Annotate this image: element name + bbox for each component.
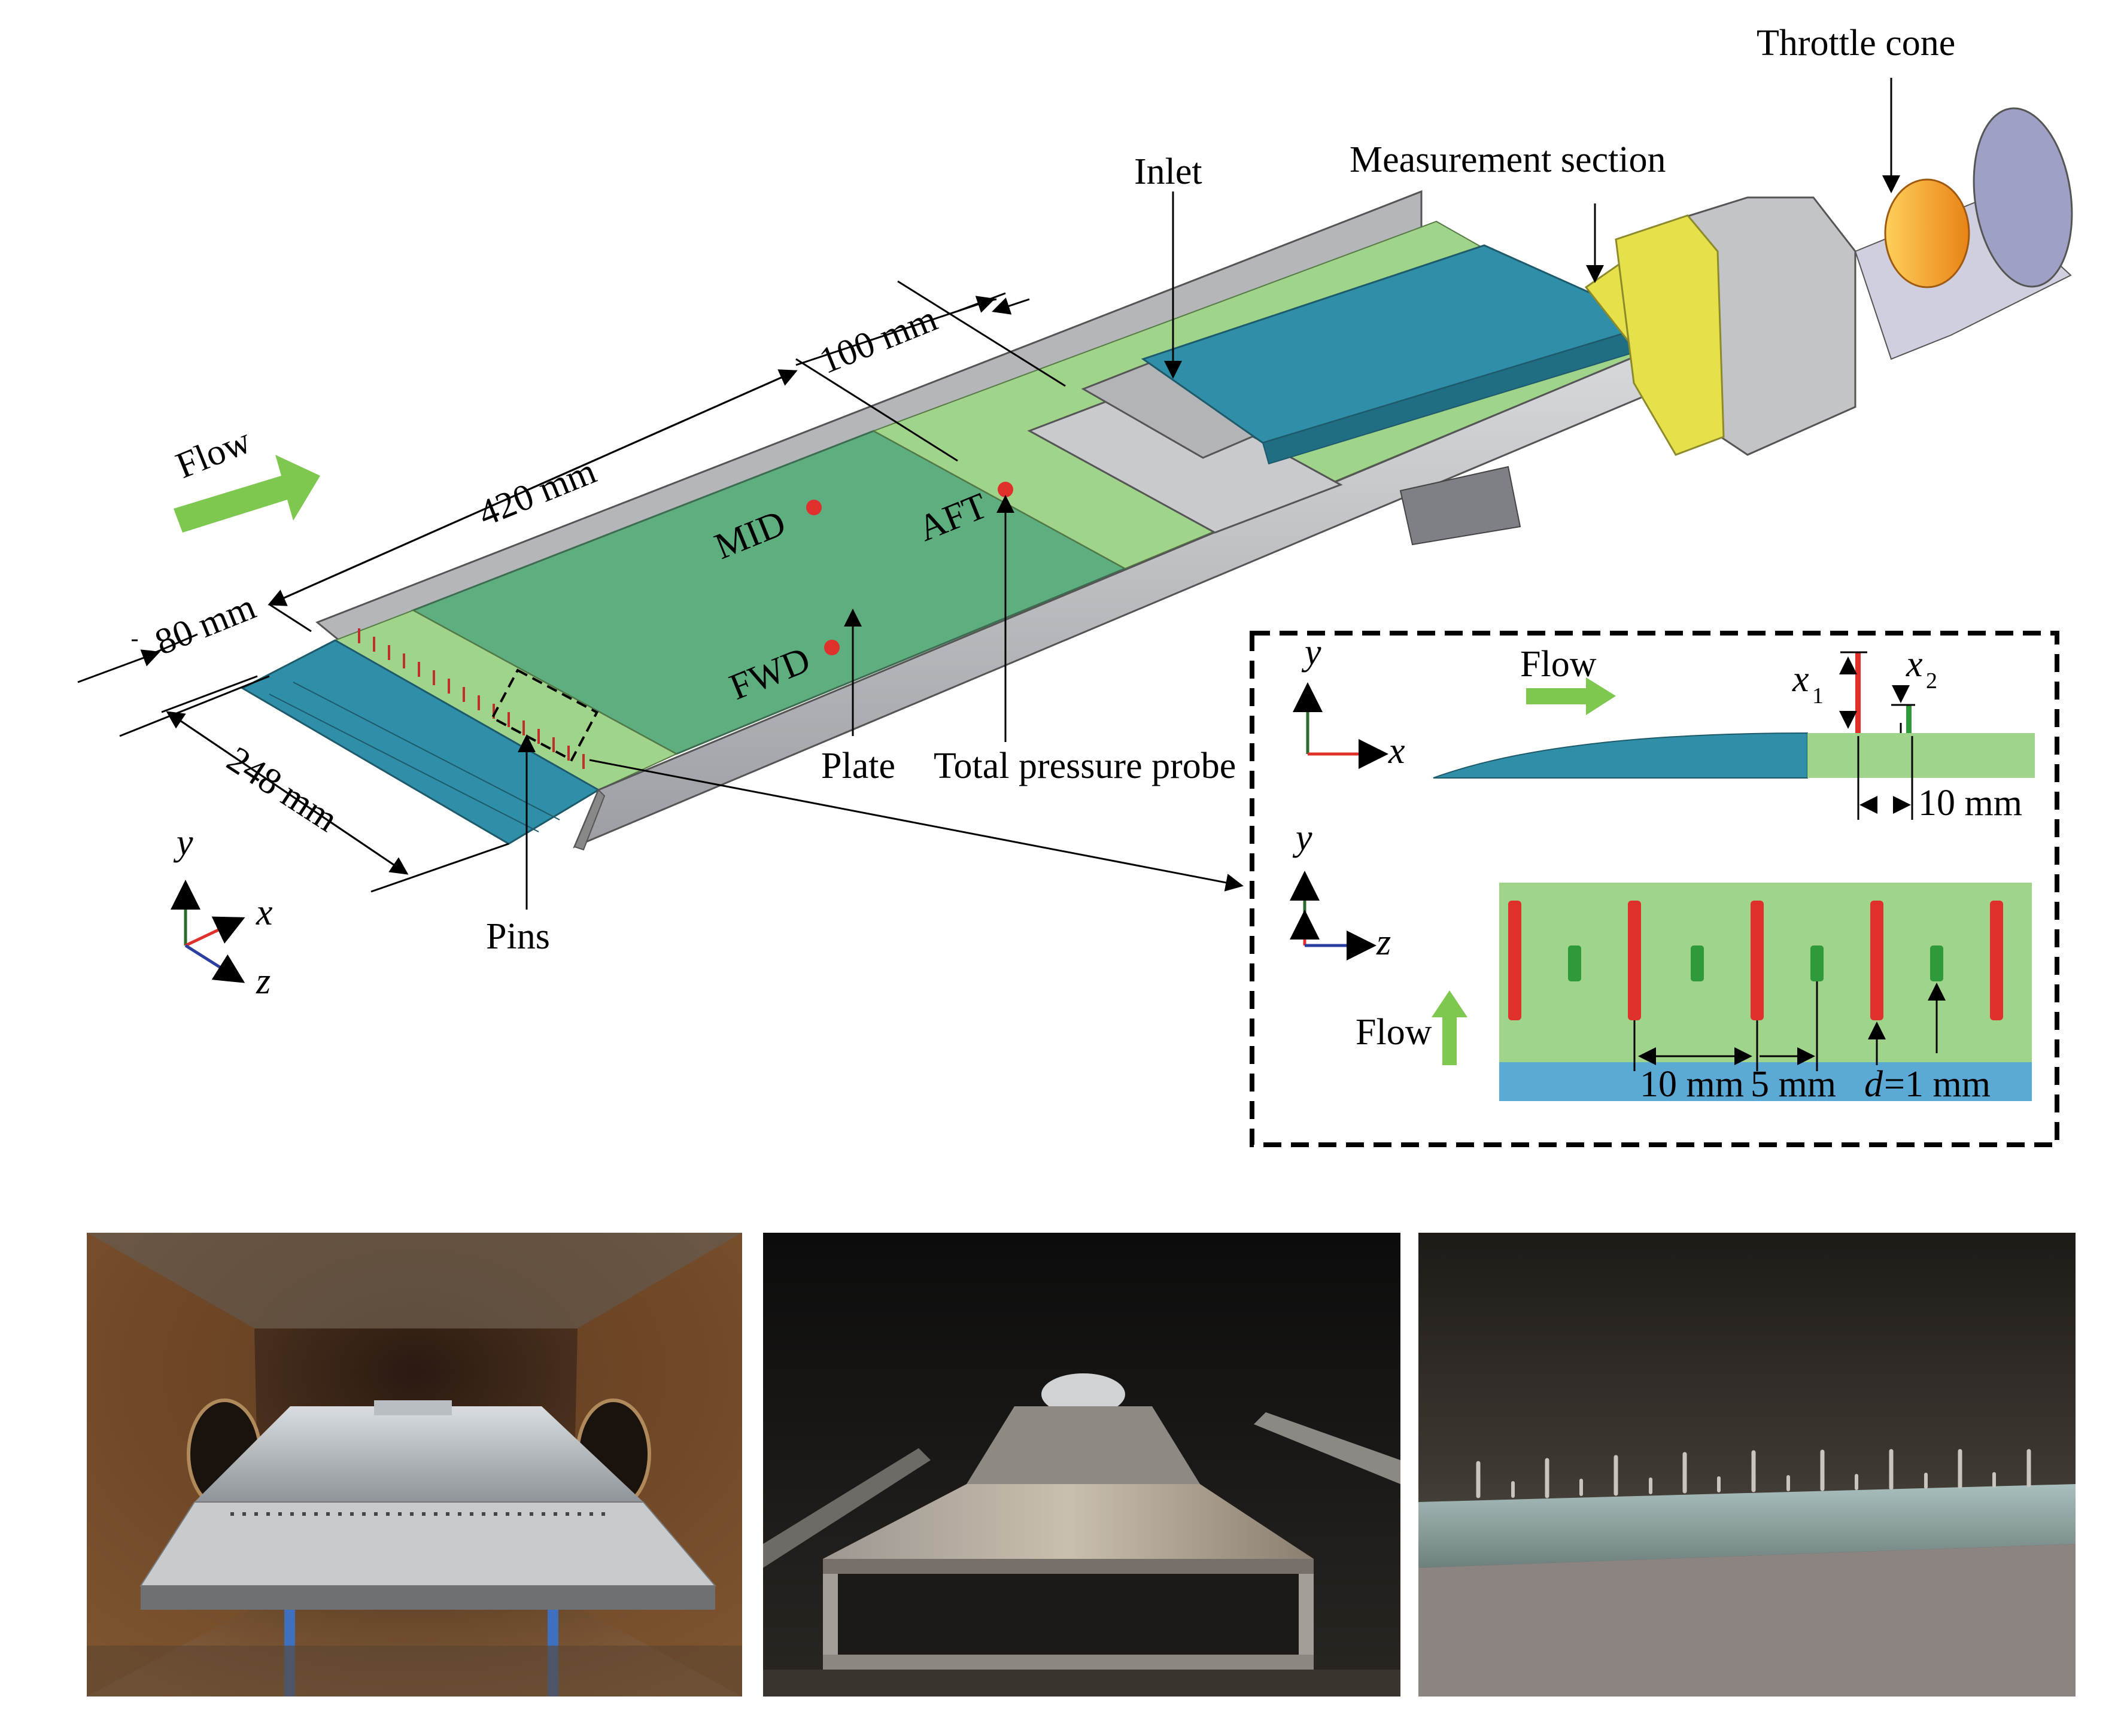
- point-mid: [806, 500, 822, 515]
- label-measurement-section: Measurement section: [1350, 139, 1666, 180]
- point-fwd: [824, 640, 840, 655]
- dimension-lines: [77, 78, 1900, 910]
- photo-pins-closeup: [1418, 1233, 2076, 1697]
- label-throttle-cone: Throttle cone: [1757, 23, 1955, 63]
- inset-leading-edge-front-view: [1499, 1062, 2032, 1101]
- inset-pin-x1: [1855, 652, 1861, 733]
- flow-arrow-main: [174, 455, 320, 533]
- label-dim-248: 248 mm: [220, 739, 345, 840]
- inset-label-d: d: [1864, 1064, 1883, 1105]
- label-total-pressure-probe: Total pressure probe: [934, 746, 1236, 786]
- axis-y-main: y: [173, 822, 193, 863]
- wind-tunnel-cad-drawing: Throttle cone Measurement section Inlet …: [77, 23, 2073, 1147]
- label-flow-main: Flow: [171, 420, 257, 487]
- inset-label-x1: x: [1792, 659, 1809, 700]
- inset-label-flow-bottom: Flow: [1356, 1012, 1432, 1053]
- inset-axis-y-bottom: y: [1292, 817, 1312, 858]
- inset-label-flow-top: Flow: [1520, 644, 1597, 685]
- inset-label-d-value: =1 mm: [1884, 1064, 1991, 1105]
- label-dim-80: 80 mm: [150, 586, 262, 663]
- inset-axis-x-top: x: [1388, 731, 1405, 771]
- inset-label-x2: x: [1906, 644, 1923, 685]
- inset-flow-arrow-top: [1526, 677, 1616, 715]
- inset-label-10mm-bottom: 10 mm: [1640, 1064, 1744, 1105]
- frame-side-end: [573, 789, 606, 851]
- inset-plate-profile: [1807, 733, 2035, 778]
- label-pins: Pins: [486, 916, 550, 957]
- inset-axis-y-top: y: [1301, 632, 1321, 673]
- inset-label-x2-sub: 2: [1926, 668, 1937, 694]
- photo-plate-leading-edge: [763, 1233, 1400, 1697]
- photo-tunnel-overview: [87, 1233, 742, 1697]
- point-aft: [998, 482, 1013, 497]
- axes-main: [171, 880, 245, 983]
- inset-label-10mm-top: 10 mm: [1918, 783, 2022, 823]
- inset-label-5mm: 5 mm: [1751, 1064, 1836, 1105]
- label-inlet: Inlet: [1134, 151, 1202, 192]
- measurement-section-ring: [1615, 214, 1725, 456]
- axis-x-main: x: [256, 892, 273, 933]
- inset-label-x1-sub: 1: [1812, 683, 1824, 709]
- axis-z-main: z: [256, 961, 271, 1002]
- throttle-disk: [1973, 107, 2073, 288]
- throttle-cone: [1884, 178, 1970, 288]
- inset-leading-edge-profile: [1433, 732, 1808, 779]
- inset-flow-arrow-bottom: [1432, 990, 1467, 1065]
- inset-pin-x2: [1906, 705, 1912, 733]
- inset-axis-z-bottom: z: [1376, 922, 1391, 963]
- label-dim-100: 100 mm: [814, 298, 943, 382]
- inset-pins-front: [1508, 901, 2003, 1020]
- inset-panel: Flow x 1 x 2 10 mm y x y z Flow 10 mm 5 …: [1250, 631, 2059, 1147]
- support-bracket: [1399, 466, 1521, 546]
- label-plate: Plate: [821, 746, 895, 786]
